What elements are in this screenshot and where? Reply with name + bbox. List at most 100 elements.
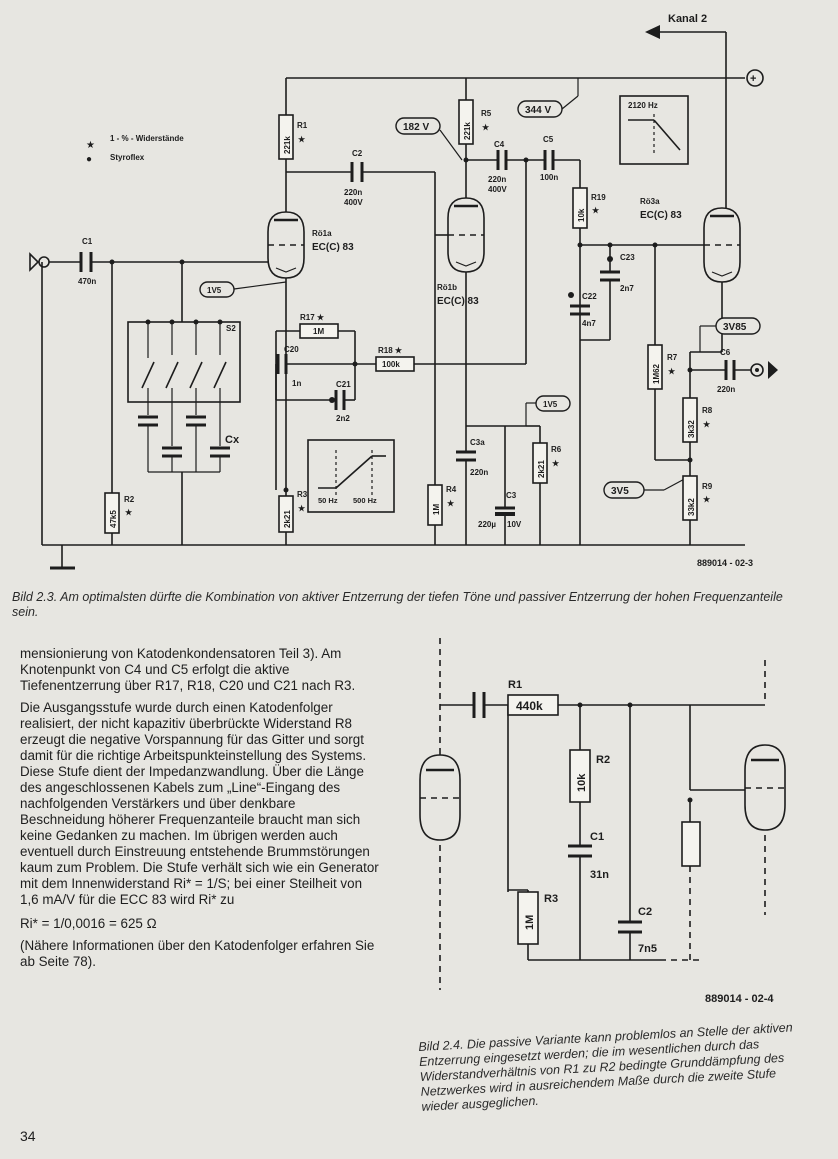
fig2-resistor-grid [681,821,701,867]
input-arrow-icon [29,252,40,272]
c21-name: C21 [336,380,351,389]
legend-star-symbol: ★ [86,140,95,151]
r3-name: R3 [297,490,308,499]
page-number: 34 [20,1128,36,1144]
formula: Ri* = 1/0,0016 = 625 Ω [20,916,157,931]
r1-value: 221k [283,136,292,154]
fig2-r2-name: R2 [596,754,610,766]
r4-star: ★ [447,499,455,508]
tube-r63a-name: Rö3a [640,197,660,206]
r9-value: 33k2 [687,498,696,516]
r4-name: R4 [446,485,457,494]
paragraph-2: Die Ausgangsstufe wurde durch einen Kato… [20,700,379,907]
r4-value: 1M [432,504,441,515]
tube-r61b-name: Rö1b [437,283,457,292]
r2-value: 47k5 [109,510,118,528]
body-text: mensionierung von Katodenkondensatoren T… [20,646,384,976]
r8-value: 3k32 [687,420,696,438]
svg-text:1V5: 1V5 [543,400,558,409]
cx-label: Cx [225,434,240,446]
r6-value: 2k21 [537,460,546,478]
c23-name: C23 [620,253,635,262]
r7-star: ★ [668,367,676,376]
fig2-r1-name: R1 [508,679,522,691]
r19-value: 10k [577,208,586,222]
filter-low-f2: 500 Hz [353,496,377,505]
filter-low-f1: 50 Hz [318,496,338,505]
r2-name: R2 [124,495,135,504]
c23-value: 2n7 [620,284,634,293]
output-arrow-icon [768,361,778,379]
filter-box-low [307,439,395,513]
svg-text:344 V: 344 V [525,105,551,116]
fig2-c2-name: C2 [638,906,652,918]
c4-value: 220n [488,175,506,184]
legend-dot-symbol: ● [86,154,92,165]
legend-dot-text: Styroflex [110,153,145,162]
c1-value: 470n [78,277,96,286]
voltage-1v5-cathode [199,281,235,298]
fig2-r3-value: 1M [524,915,536,930]
r8-name: R8 [702,406,713,415]
c3-voltage: 10V [507,520,522,529]
r18-name: R18 ★ [378,346,403,355]
schematic-figure-2-3: Kanal 2 + ★ 1 - % - Widerstände ● Styrof… [29,13,778,570]
s2-label: S2 [226,324,236,333]
c21-value: 2n2 [336,414,350,423]
fig2-r3-name: R3 [544,893,558,905]
fig2-c1-name: C1 [590,831,604,843]
r6-name: R6 [551,445,562,454]
r3-star: ★ [298,504,306,513]
paragraph-3: (Nähere Informationen über den Katodenfo… [20,938,375,969]
c20-value: 1n [292,379,301,388]
c3a-name: C3a [470,438,485,447]
c6-value: 220n [717,385,735,394]
caption-figure-2-3: Bild 2.3. Am optimalsten dürfte die Komb… [12,590,783,619]
r5-star: ★ [482,123,490,132]
tube-r61a-name: Rö1a [312,229,332,238]
c3-name: C3 [506,491,517,500]
c22-name: C22 [582,292,597,301]
c4-name: C4 [494,140,505,149]
fig2-r1-value: 440k [516,699,543,713]
filter-high-freq: 2120 Hz [628,101,658,110]
c2-value: 220n [344,188,362,197]
c22-value: 4n7 [582,319,596,328]
c2-voltage: 400V [344,198,363,207]
plus-terminal-icon [746,69,764,87]
r9-star: ★ [703,495,711,504]
r5-value: 221k [463,122,472,140]
c5-value: 100n [540,173,558,182]
paragraph-1: mensionierung von Katodenkondensatoren T… [20,646,356,693]
c20-name: C20 [284,345,299,354]
c6-name: C6 [720,348,731,357]
tube-r61b-type: EC(C) 83 [437,296,479,307]
c5-name: C5 [543,135,554,144]
r3-value: 2k21 [283,510,292,528]
c1-name: C1 [82,237,93,246]
svg-text:182 V: 182 V [403,122,429,133]
kanal-arrow-icon [645,25,660,39]
svg-text:3V5: 3V5 [611,486,629,497]
svg-text:1V5: 1V5 [207,286,222,295]
r1-name: R1 [297,121,308,130]
figure-ref-1: 889014 - 02-3 [697,558,753,568]
r5-name: R5 [481,109,492,118]
voltage-182v [395,117,441,135]
r2-star: ★ [125,508,133,517]
tube-r61a-type: EC(C) 83 [312,242,354,253]
r6-star: ★ [552,459,560,468]
c3a-value: 220n [470,468,488,477]
schematic-figure-2-4: R1 440k 10k R2 C1 31n 1M R3 [419,638,786,1005]
fig2-r2-value: 10k [576,773,588,792]
r17-value: 1M [313,327,324,336]
r7-value: 1M62 [652,363,661,384]
r8-star: ★ [703,420,711,429]
tube-r63a-type: EC(C) 83 [640,210,682,221]
legend-star-text: 1 - % - Widerstände [110,134,184,143]
r19-name: R19 [591,193,606,202]
c2-name: C2 [352,149,363,158]
r17-name: R17 ★ [300,313,325,322]
r19-star: ★ [592,206,600,215]
r9-name: R9 [702,482,713,491]
